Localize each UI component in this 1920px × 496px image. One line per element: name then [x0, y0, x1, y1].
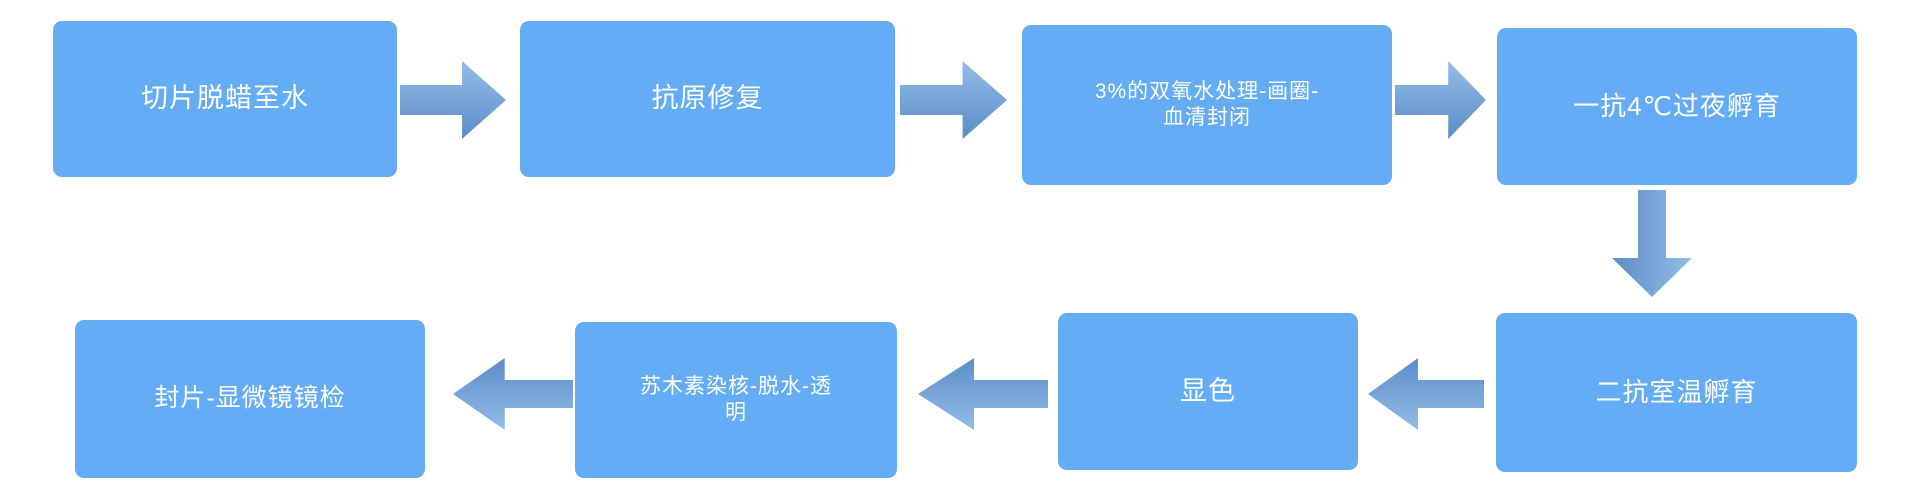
step-label-hematoxylin: 苏木素染核-脱水-透 明	[640, 374, 832, 424]
step-box-dewax: 切片脱蜡至水	[53, 21, 397, 177]
step-label-primary-antibody: 一抗4℃过夜孵育	[1573, 91, 1781, 122]
step-box-antigen-retrieval: 抗原修复	[520, 21, 895, 177]
step-label-color-development: 显色	[1180, 375, 1236, 406]
step-label-antigen-retrieval: 抗原修复	[651, 83, 764, 114]
flow-arrow-left-icon	[1368, 358, 1484, 430]
step-box-color-development: 显色	[1058, 313, 1358, 470]
step-box-mounting: 封片-显微镜镜检	[75, 320, 425, 478]
flow-arrow-right-icon	[1395, 61, 1486, 139]
step-box-peroxide-blocking: 3%的双氧水处理-画圈- 血清封闭	[1022, 25, 1392, 185]
step-box-primary-antibody: 一抗4℃过夜孵育	[1497, 28, 1857, 185]
step-box-secondary-antibody: 二抗室温孵育	[1496, 313, 1857, 472]
flow-arrow-left-icon	[918, 358, 1048, 430]
flow-arrow-right-icon	[900, 61, 1007, 139]
flow-arrow-right-icon	[400, 61, 506, 139]
step-label-secondary-antibody: 二抗室温孵育	[1595, 377, 1758, 408]
step-label-mounting: 封片-显微镜镜检	[154, 384, 346, 413]
flow-arrow-left-icon	[453, 358, 573, 430]
step-label-peroxide-blocking: 3%的双氧水处理-画圈- 血清封闭	[1094, 79, 1320, 129]
step-box-hematoxylin: 苏木素染核-脱水-透 明	[575, 322, 897, 478]
step-label-dewax: 切片脱蜡至水	[141, 83, 309, 114]
flow-arrow-down-icon	[1612, 190, 1692, 297]
